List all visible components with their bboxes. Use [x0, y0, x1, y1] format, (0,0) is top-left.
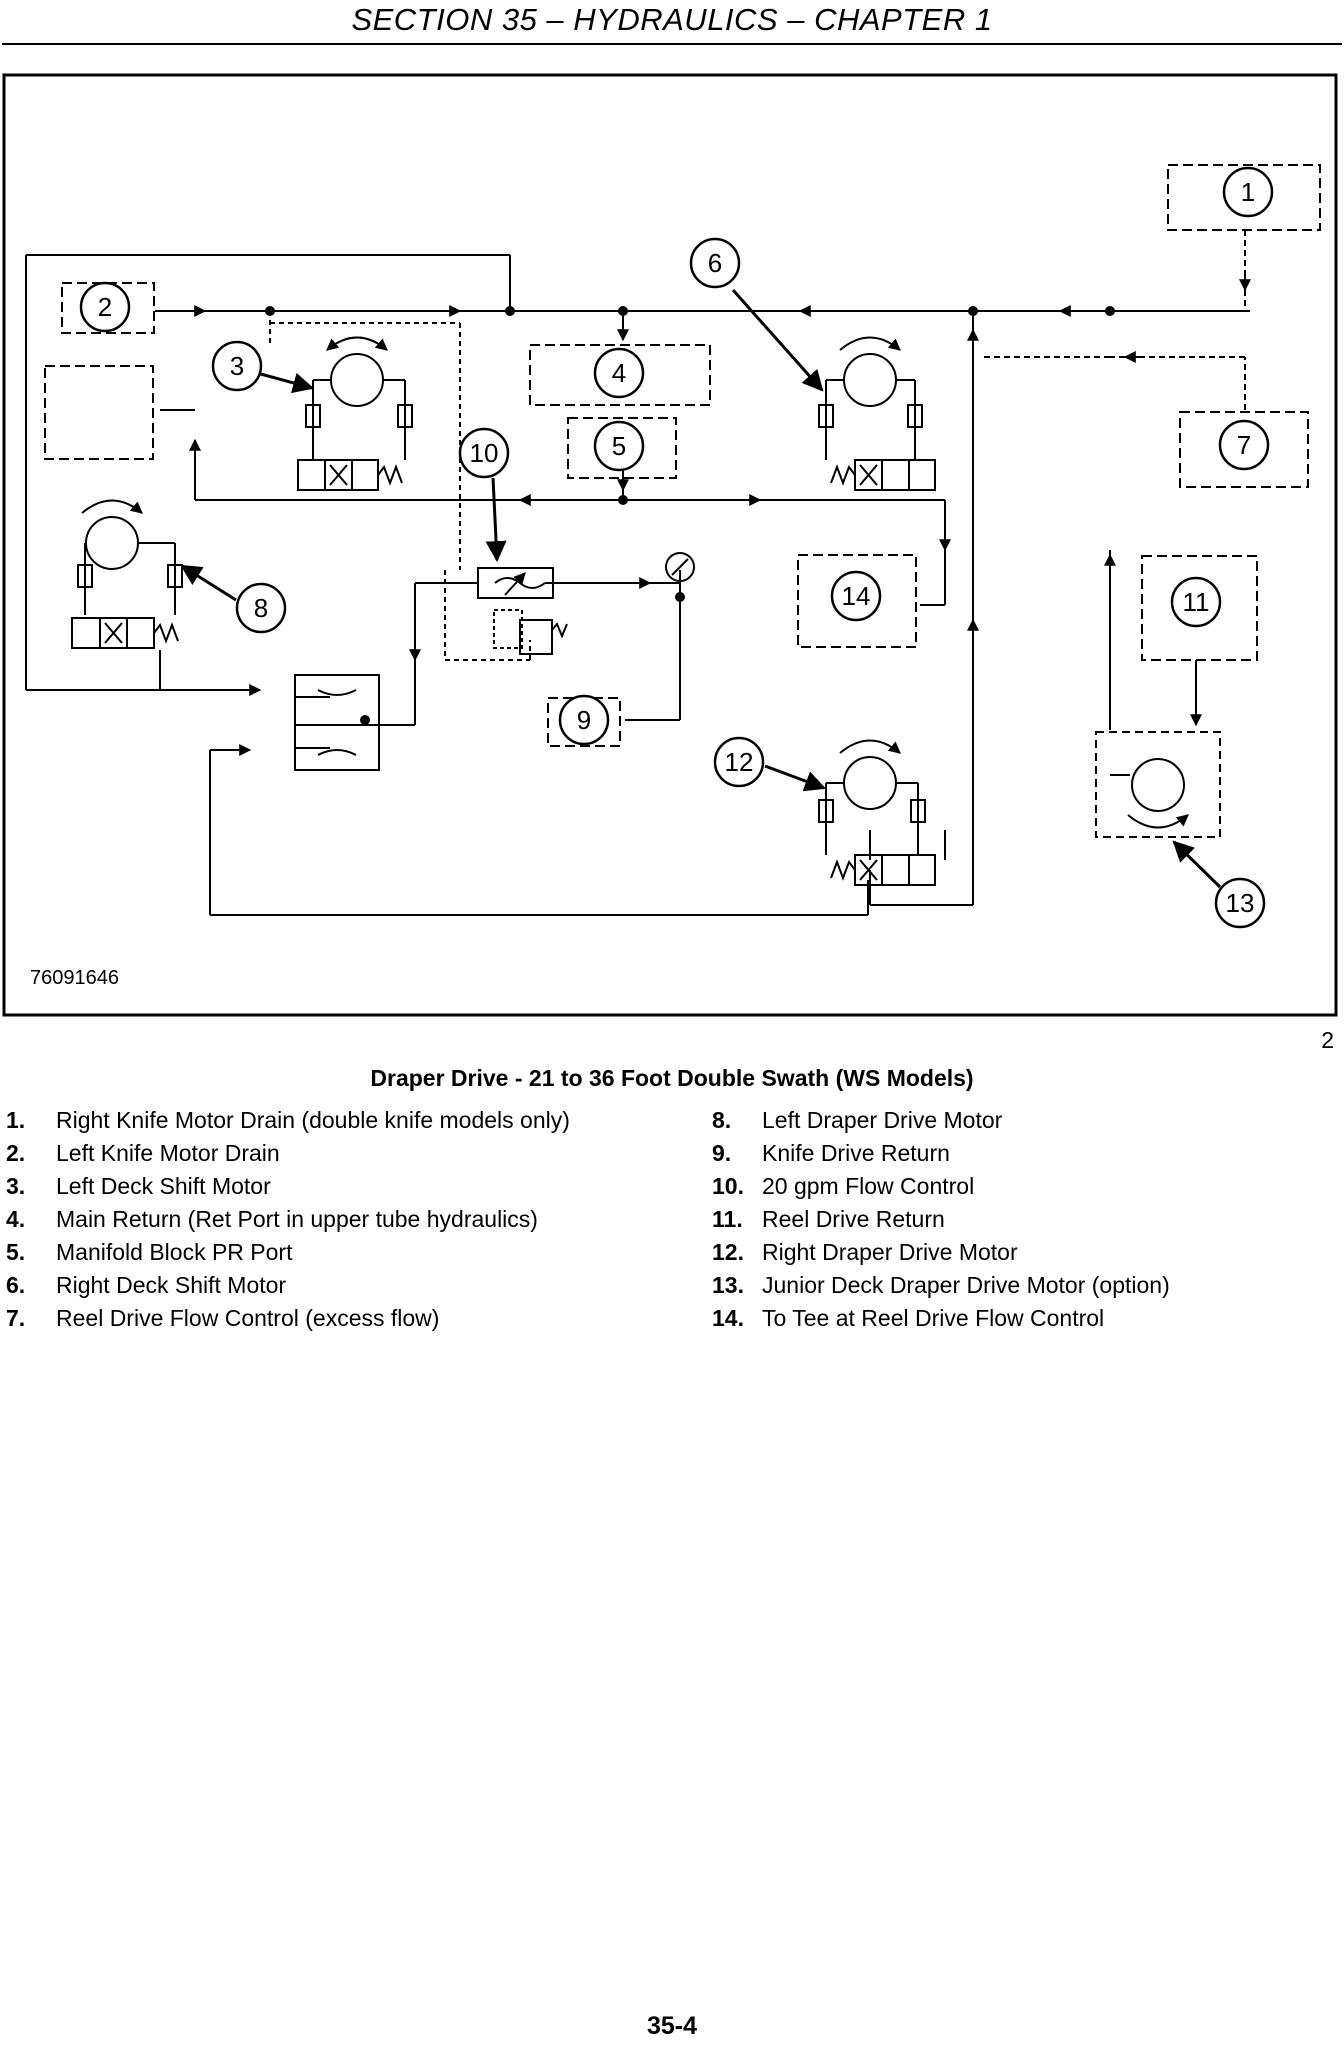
legend-text: Junior Deck Draper Drive Motor (option) [762, 1272, 1170, 1298]
legend-number: 14. [712, 1305, 744, 1331]
callout-12 [713, 736, 765, 788]
callout-4 [593, 347, 645, 399]
legend-number: 13. [712, 1272, 744, 1298]
legend-text: 20 gpm Flow Control [762, 1173, 975, 1199]
callout-label: 9 [577, 705, 591, 735]
legend-item: 8. Left Draper Drive Motor [712, 1107, 1002, 1134]
callout-label: 11 [1183, 587, 1210, 617]
page-number: 35-4 [646, 2012, 698, 2040]
callout-14 [830, 570, 882, 622]
callout-6 [689, 237, 741, 289]
callout-11 [1170, 576, 1222, 628]
figure-number: 2 [1321, 1027, 1334, 1053]
legend-number: 11. [712, 1206, 743, 1232]
legend-number: 10. [712, 1173, 744, 1199]
callout-10 [458, 427, 510, 479]
callout-label: 2 [98, 292, 112, 322]
callout-2 [79, 281, 131, 333]
callout-label: 5 [612, 431, 626, 461]
legend-item: 3. Left Deck Shift Motor [6, 1173, 271, 1200]
legend-item: 1. Right Knife Motor Drain (double knife … [6, 1107, 570, 1134]
legend-item: 2. Left Knife Motor Drain [6, 1140, 280, 1167]
callout-label: 1 [1241, 177, 1255, 207]
callout-1 [1222, 166, 1274, 218]
legend-text: Reel Drive Return [762, 1206, 945, 1232]
legend-text: Manifold Block PR Port [56, 1239, 293, 1265]
legend-text: Right Deck Shift Motor [56, 1272, 287, 1298]
legend-number: 2. [6, 1140, 26, 1166]
legend-item: 5. Manifold Block PR Port [6, 1239, 292, 1266]
callout-5 [593, 420, 645, 472]
callout-8 [235, 582, 287, 634]
callout-3 [211, 340, 263, 392]
legend-number: 1. [6, 1107, 26, 1133]
legend-item: 6. Right Deck Shift Motor [6, 1272, 286, 1299]
legend-number: 3. [6, 1173, 26, 1199]
callout-label: 8 [254, 593, 268, 623]
legend-item: 7. Reel Drive Flow Control (excess flow) [6, 1305, 439, 1332]
legend-item: 10. 20 gpm Flow Control [712, 1173, 974, 1200]
legend-item: 4. Main Return (Ret Port in upper tube hy… [6, 1206, 538, 1233]
diagram-frame [2, 73, 1338, 1017]
legend-item: 11. Reel Drive Return [712, 1206, 945, 1233]
legend-item: 13. Junior Deck Draper Drive Motor (optio… [712, 1272, 1170, 1299]
callout-13 [1214, 877, 1266, 929]
figure-code: 76091646 [30, 967, 119, 989]
page-header: SECTION 35 – HYDRAULICS – CHAPTER 1 [0, 0, 1344, 45]
figure-caption: Draper Drive - 21 to 36 Foot Double Swat… [370, 1065, 974, 1091]
callout-label: 6 [708, 248, 722, 278]
legend-number: 8. [712, 1107, 732, 1133]
legend-number: 5. [6, 1239, 26, 1265]
callout-label: 4 [612, 358, 626, 388]
callout-label: 3 [230, 351, 244, 381]
legend-number: 12. [712, 1239, 744, 1265]
callout-label: 14 [842, 581, 871, 611]
legend-number: 4. [6, 1206, 26, 1232]
legend-text: To Tee at Reel Drive Flow Control [762, 1305, 1105, 1331]
legend-text: Reel Drive Flow Control (excess flow) [56, 1305, 440, 1331]
legend-number: 7. [6, 1305, 26, 1331]
legend-text: Right Knife Motor Drain (double knife mo… [56, 1107, 570, 1133]
callout-label: 7 [1237, 430, 1251, 460]
hydraulic-schematic: 1 2 3 4 5 6 7 8 9 10 11 12 13 14 7609164… [2, 73, 1338, 1017]
legend-number: 9. [712, 1140, 732, 1166]
legend-text: Left Deck Shift Motor [56, 1173, 271, 1199]
legend-text: Left Draper Drive Motor [762, 1107, 1003, 1133]
legend-text: Main Return (Ret Port in upper tube hydr… [56, 1206, 538, 1232]
header-rule [2, 43, 1342, 45]
legend-item: 14. To Tee at Reel Drive Flow Control [712, 1305, 1104, 1332]
callout-label: 12 [725, 747, 754, 777]
legend-text: Knife Drive Return [762, 1140, 950, 1166]
callout-label: 13 [1226, 888, 1255, 918]
callout-9 [558, 694, 610, 746]
legend-text: Right Draper Drive Motor [762, 1239, 1018, 1265]
legend-item: 12. Right Draper Drive Motor [712, 1239, 1018, 1266]
legend-item: 9. Knife Drive Return [712, 1140, 950, 1167]
legend-text: Left Knife Motor Drain [56, 1140, 280, 1166]
legend-number: 6. [6, 1272, 26, 1298]
section-title: SECTION 35 – HYDRAULICS – CHAPTER 1 [351, 2, 993, 37]
callout-7 [1218, 419, 1270, 471]
callout-label: 10 [470, 438, 499, 468]
